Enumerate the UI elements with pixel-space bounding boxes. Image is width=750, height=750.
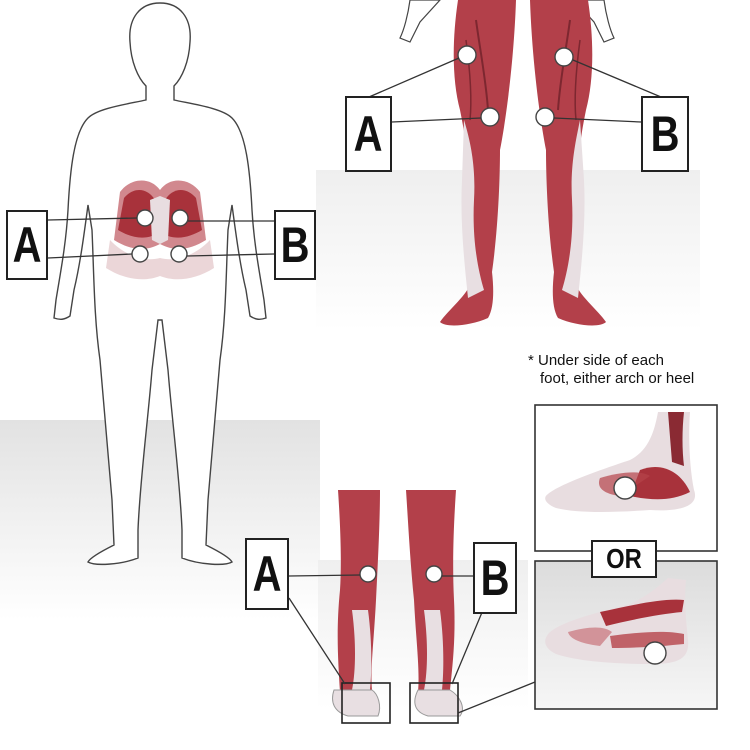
foot-note-line1: * Under side of each <box>528 352 664 369</box>
calf-markers <box>359 565 443 583</box>
label-a-front: A <box>345 96 392 172</box>
or-label: OR <box>591 540 657 578</box>
front-legs-figure <box>399 0 615 326</box>
foot-note: * Under side of each foot, either arch o… <box>528 352 694 388</box>
label-b-front-text: B <box>650 106 680 162</box>
back-markers <box>131 209 189 263</box>
calf-leader-lines <box>288 574 536 714</box>
floor-shade-right <box>316 170 700 330</box>
label-b-back: B <box>274 210 316 280</box>
calf-boxes <box>341 682 459 724</box>
foot-note-line2: foot, either arch or heel <box>540 370 695 387</box>
foot-bottom-marker <box>643 641 667 665</box>
calves-figure <box>332 490 463 717</box>
label-a-back: A <box>6 210 48 280</box>
label-b-back-text: B <box>280 217 310 273</box>
label-a-calf: A <box>245 538 289 610</box>
or-label-text: OR <box>606 543 642 574</box>
foot-top-marker <box>613 476 637 500</box>
label-a-back-text: A <box>12 217 42 273</box>
label-a-front-text: A <box>354 106 383 162</box>
label-b-calf-text: B <box>480 550 510 606</box>
label-b-calf: B <box>473 542 517 614</box>
label-a-calf-text: A <box>252 546 282 602</box>
foot-panel-bottom <box>534 560 718 710</box>
low-back-muscles <box>106 180 214 280</box>
back-leader-lines <box>47 217 275 259</box>
label-b-front: B <box>641 96 689 172</box>
front-leader-lines <box>368 57 662 123</box>
front-leg-markers <box>457 45 574 127</box>
